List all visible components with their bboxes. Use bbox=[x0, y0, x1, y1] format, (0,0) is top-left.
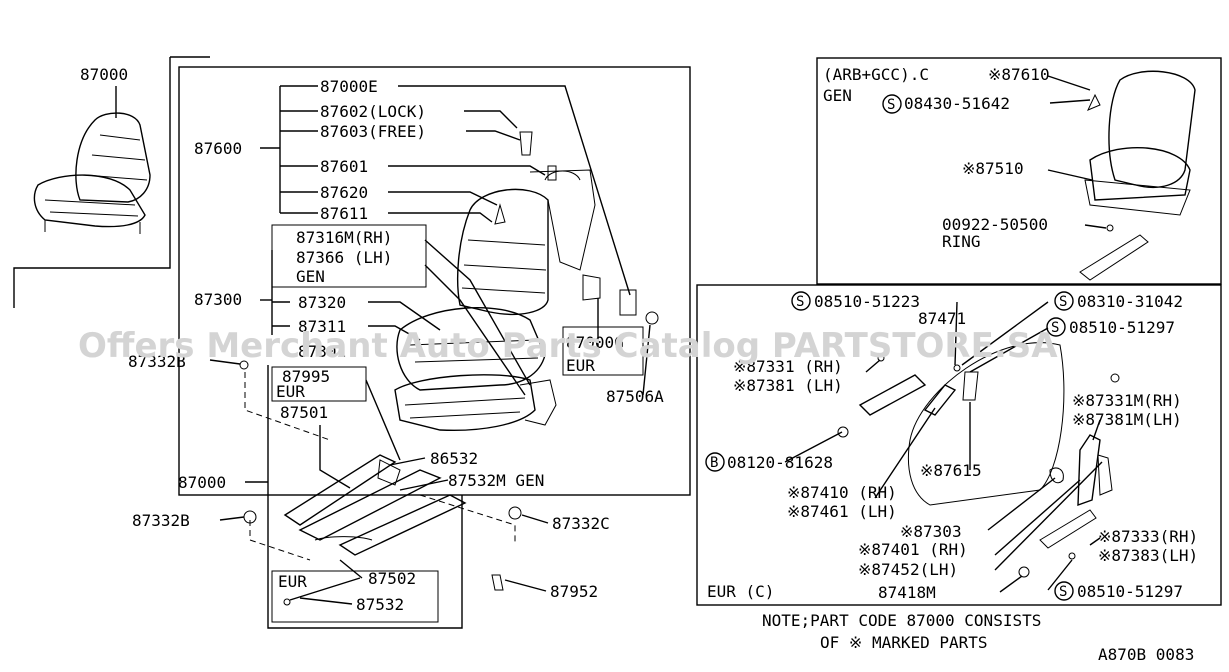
note-line-2: OF ※ MARKED PARTS bbox=[820, 633, 988, 652]
label-87510: ※87510 bbox=[962, 159, 1024, 178]
main-seat-drawing bbox=[394, 131, 659, 432]
circle-s-2 bbox=[791, 291, 811, 311]
label-87303: ※87303 bbox=[900, 522, 962, 541]
label-eur-c: EUR (C) bbox=[707, 582, 774, 601]
circle-s-1-letter: S bbox=[887, 97, 895, 113]
label-arb-gcc: (ARB+GCC).C bbox=[823, 65, 929, 84]
label-87418m: 87418M bbox=[878, 583, 936, 602]
label-87000-thumb: 87000 bbox=[80, 65, 128, 84]
label-87383: ※87383(LH) bbox=[1098, 546, 1198, 565]
label-87452: ※87452(LH) bbox=[858, 560, 958, 579]
label-87601: 87601 bbox=[320, 157, 368, 176]
label-87332b-top: 87332B bbox=[128, 352, 186, 371]
label-87000e: 87000E bbox=[320, 77, 378, 96]
label-eur-87502: EUR bbox=[278, 572, 307, 591]
label-08510-51223: 08510-51223 bbox=[814, 292, 920, 311]
label-87471: 87471 bbox=[918, 309, 966, 328]
label-87332b-bottom: 87332B bbox=[132, 511, 190, 530]
label-08120-81628: 08120-81628 bbox=[727, 453, 833, 472]
label-87602: 87602(LOCK) bbox=[320, 102, 426, 121]
circle-b bbox=[705, 452, 725, 472]
label-87000-frame: 87000 bbox=[178, 473, 226, 492]
label-87000g: 87000G bbox=[566, 333, 624, 352]
label-ring: RING bbox=[942, 232, 981, 251]
diagram-frames bbox=[13, 56, 1222, 629]
label-00922-50500: 00922-50500 bbox=[942, 215, 1048, 234]
label-gen-arb: GEN bbox=[823, 86, 852, 105]
circle-s-4 bbox=[1046, 317, 1066, 337]
circle-s-3 bbox=[1054, 291, 1074, 311]
label-eur-87000g: EUR bbox=[566, 356, 595, 375]
label-87600: 87600 bbox=[194, 139, 242, 158]
label-87381: ※87381 (LH) bbox=[733, 376, 843, 395]
seat-thumbnail bbox=[33, 86, 151, 234]
leader-lines bbox=[115, 75, 1107, 605]
label-87532m-gen: 87532M GEN bbox=[448, 471, 544, 490]
label-87366: 87366 (LH) bbox=[296, 248, 392, 267]
left-labels: 87000 87600 87000E 87602(LOCK) 87603(FRE… bbox=[80, 65, 664, 614]
label-gen-cushion: GEN bbox=[296, 267, 325, 286]
circle-s-2-letter: S bbox=[796, 294, 804, 310]
label-87502: 87502 bbox=[368, 569, 416, 588]
label-87301: 87301 bbox=[298, 342, 346, 361]
label-87316m: 87316M(RH) bbox=[296, 228, 392, 247]
drawing-code: A870B 0083 bbox=[1098, 645, 1194, 664]
circle-s-5-letter: S bbox=[1059, 584, 1067, 600]
label-08510-51297-top: 08510-51297 bbox=[1069, 318, 1175, 337]
label-87410: ※87410 (RH) bbox=[787, 483, 897, 502]
label-87952: 87952 bbox=[550, 582, 598, 601]
label-87381m: ※87381M(LH) bbox=[1072, 410, 1182, 429]
circle-s-4-letter: S bbox=[1051, 320, 1059, 336]
label-87610: ※87610 bbox=[988, 65, 1050, 84]
label-87320: 87320 bbox=[298, 293, 346, 312]
label-87300: 87300 bbox=[194, 290, 242, 309]
circle-b-letter: B bbox=[710, 455, 718, 471]
label-87311: 87311 bbox=[298, 317, 346, 336]
label-87331: ※87331 (RH) bbox=[733, 357, 843, 376]
label-87620: 87620 bbox=[320, 183, 368, 202]
circle-s-1 bbox=[882, 94, 902, 114]
label-87331m: ※87331M(RH) bbox=[1072, 391, 1182, 410]
watermark: Offers Merchant Auto Parts Catalog PARTS… bbox=[78, 326, 1058, 366]
note-line-1: NOTE;PART CODE 87000 CONSISTS bbox=[762, 611, 1041, 630]
label-87611: 87611 bbox=[320, 204, 368, 223]
seat-rails-drawing bbox=[239, 360, 522, 606]
label-87461: ※87461 (LH) bbox=[787, 502, 897, 521]
label-08430-51642: 08430-51642 bbox=[904, 94, 1010, 113]
label-08310-31042: 08310-31042 bbox=[1077, 292, 1183, 311]
label-87401: ※87401 (RH) bbox=[858, 540, 968, 559]
circle-s-3-letter: S bbox=[1059, 294, 1067, 310]
label-87995: 87995 bbox=[282, 367, 330, 386]
circle-s-5 bbox=[1054, 581, 1074, 601]
label-87506a: 87506A bbox=[606, 387, 664, 406]
arb-seat-drawing bbox=[1079, 70, 1196, 281]
label-87501: 87501 bbox=[280, 403, 328, 422]
top-right-labels: (ARB+GCC).C GEN ※87610 S 08430-51642 ※87… bbox=[823, 65, 1050, 251]
label-eur-87995: EUR bbox=[276, 382, 305, 401]
label-87332c: 87332C bbox=[552, 514, 610, 533]
notes: NOTE;PART CODE 87000 CONSISTS OF ※ MARKE… bbox=[762, 611, 1194, 664]
label-08510-51297-bottom: 08510-51297 bbox=[1077, 582, 1183, 601]
label-87333: ※87333(RH) bbox=[1098, 527, 1198, 546]
label-87603: 87603(FREE) bbox=[320, 122, 426, 141]
label-87532: 87532 bbox=[356, 595, 404, 614]
label-87615: ※87615 bbox=[920, 461, 982, 480]
label-86532: 86532 bbox=[430, 449, 478, 468]
bottom-right-labels: S 08510-51223 87471 S 08310-31042 S 0851… bbox=[705, 291, 1198, 602]
